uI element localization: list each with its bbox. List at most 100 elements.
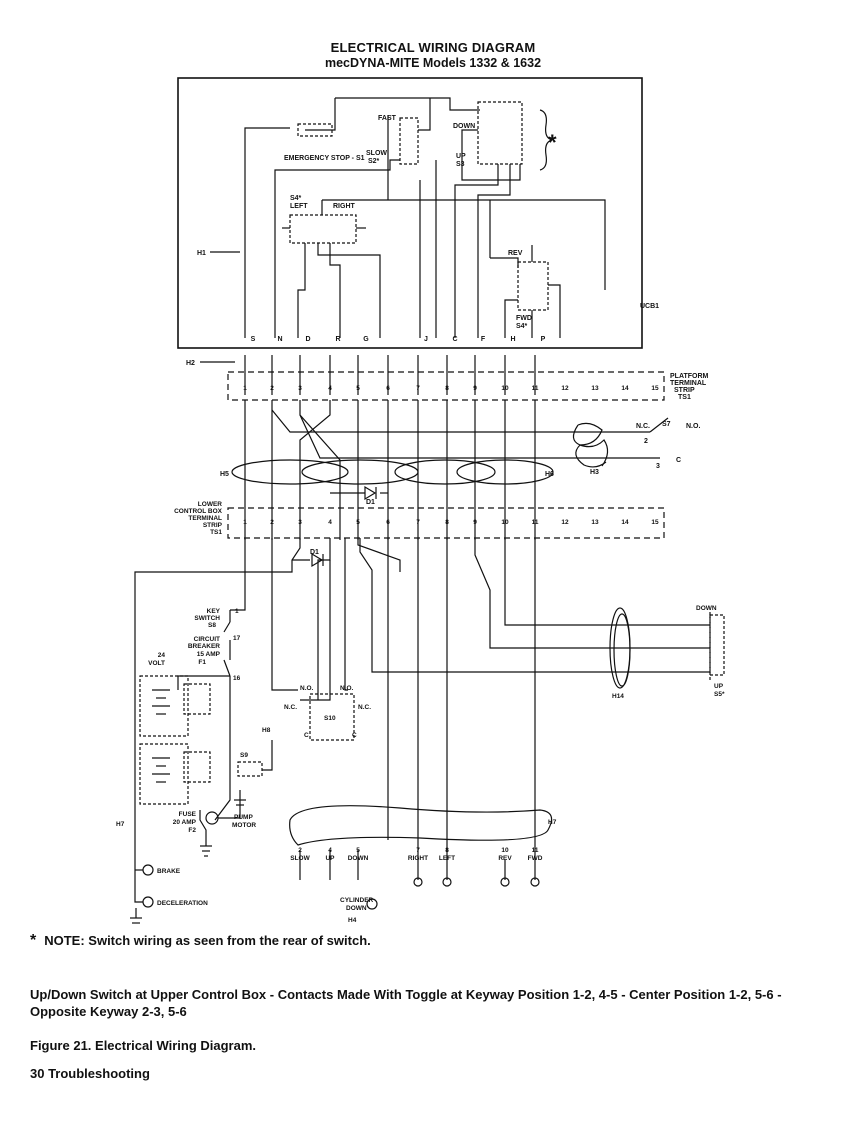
- emergency-stop-switch: [297, 123, 333, 137]
- platform-terminal-13: 13: [591, 385, 599, 392]
- platform-terminal-14: 14: [621, 385, 629, 392]
- s10-no-right: N.O.: [340, 685, 354, 692]
- deceleration-label: DECELERATION: [157, 900, 208, 907]
- bottom-wire-num-5: 5: [356, 847, 360, 854]
- volt-label-2: VOLT: [148, 660, 165, 667]
- wiring-diagram: UCB1 H1 EMERGENCY STOP - S1 FAST SLOW S2…: [116, 77, 725, 924]
- up-label: UP: [456, 153, 466, 160]
- key-switch-label-1: KEY: [207, 608, 221, 615]
- harness-h6: [394, 459, 496, 485]
- platform-terminal-12: 12: [561, 385, 569, 392]
- s10-switch: [309, 693, 355, 741]
- bottom-wire-num-8: 8: [445, 847, 449, 854]
- fwd-id-label: S4*: [516, 323, 528, 330]
- s7-nc-label: N.C.: [636, 423, 650, 430]
- platform-terminal-7: 7: [416, 385, 420, 392]
- s7-no-label: N.O.: [686, 423, 700, 430]
- slow-id-label: S2*: [368, 158, 380, 165]
- platform-strip-label-1: PLATFORM: [670, 373, 709, 380]
- bottom-wire-label-right: RIGHT: [408, 855, 428, 862]
- slow-label: SLOW: [366, 150, 387, 157]
- up-down-switch-lower: [709, 614, 725, 676]
- pump-motor-label-1: PUMP: [234, 814, 253, 821]
- brake-label: BRAKE: [157, 868, 181, 875]
- h3-label: H3: [590, 469, 599, 476]
- lower-strip-label-1: LOWER: [198, 501, 222, 508]
- note-star: *: [30, 932, 37, 949]
- switch-wiring-note: *NOTE: Switch wiring as seen from the re…: [30, 932, 371, 950]
- lower-terminal-14: 14: [621, 519, 629, 526]
- updown-switch-caption: Up/Down Switch at Upper Control Box - Co…: [30, 987, 782, 1019]
- upper-box-terminal-d: D: [305, 336, 310, 343]
- platform-terminal-8: 8: [445, 385, 449, 392]
- platform-terminal-11: 11: [532, 385, 539, 392]
- fwd-label: FWD: [516, 315, 532, 322]
- s10-c-left: C: [304, 732, 309, 739]
- lower-terminal-8: 8: [445, 519, 449, 526]
- upper-box-terminal-f: F: [481, 336, 486, 343]
- bottom-wire-label-down: DOWN: [348, 855, 369, 862]
- left-label: LEFT: [290, 203, 308, 210]
- note-star-marker: *: [548, 130, 557, 155]
- battery-1: [139, 675, 189, 737]
- h5-label: H5: [220, 471, 229, 478]
- fast-slow-switch: [399, 117, 419, 165]
- platform-terminal-1: 1: [243, 385, 247, 392]
- d1-lower-label: D1: [310, 549, 319, 556]
- d1-upper-label: D1: [366, 499, 375, 506]
- harness-h7: [289, 805, 553, 846]
- lower-terminal-strip: [227, 507, 665, 539]
- lower-strip-label-4: STRIP: [203, 522, 223, 529]
- h1-label: H1: [197, 250, 206, 257]
- s10-nc-left: N.C.: [284, 704, 297, 711]
- lower-up-label: UP: [714, 683, 724, 690]
- platform-strip-label-3: STRIP: [674, 387, 695, 394]
- rev-label: REV: [508, 250, 523, 257]
- platform-strip-label-2: TERMINAL: [670, 380, 707, 387]
- h2-label: H2: [186, 360, 195, 367]
- rev-fwd-switch: [517, 261, 549, 311]
- cylinder-down-label-1: CYLINDER: [340, 897, 374, 904]
- platform-terminal-strip: [227, 371, 665, 401]
- lower-terminal-7: 7: [416, 519, 420, 526]
- h6-label: H6: [545, 471, 554, 478]
- s10-nc-right: N.C.: [358, 704, 371, 711]
- s9-label: S9: [240, 752, 248, 759]
- platform-terminal-10: 10: [501, 385, 509, 392]
- lower-terminal-11: 11: [532, 519, 539, 526]
- battery-2: [139, 743, 189, 805]
- lower-updown-id: S5*: [714, 691, 725, 698]
- emergency-stop-label: EMERGENCY STOP - S1: [284, 155, 365, 162]
- right-label: RIGHT: [333, 203, 356, 210]
- upper-box-terminal-n: N: [277, 336, 282, 343]
- lower-terminal-10: 10: [501, 519, 509, 526]
- bottom-wire-num-2: 2: [298, 847, 302, 854]
- platform-terminal-2: 2: [270, 385, 274, 392]
- breaker-label-4: F1: [198, 659, 206, 666]
- breaker-wire-16: 16: [233, 675, 241, 682]
- fuse-label-1: FUSE: [179, 811, 197, 818]
- s7-nc-num: 2: [644, 438, 648, 445]
- bottom-wire-label-up: UP: [325, 855, 335, 862]
- upper-box-terminal-s: S: [251, 336, 256, 343]
- diagram-title: ELECTRICAL WIRING DIAGRAM: [330, 40, 536, 55]
- lower-terminal-6: 6: [386, 519, 390, 526]
- upper-box-terminal-h: H: [510, 336, 515, 343]
- harness-h5: [231, 459, 349, 485]
- upper-box-terminal-p: P: [541, 336, 546, 343]
- platform-terminal-9: 9: [473, 385, 477, 392]
- bottom-wire-label-left: LEFT: [439, 855, 455, 862]
- s10-c-right: C: [352, 732, 357, 739]
- pump-motor-label-2: MOTOR: [232, 822, 256, 829]
- lower-terminal-3: 3: [298, 519, 302, 526]
- lower-terminal-12: 12: [561, 519, 569, 526]
- upper-box-terminal-c: C: [452, 336, 457, 343]
- platform-terminal-5: 5: [356, 385, 360, 392]
- lower-strip-label-5: TS1: [210, 529, 222, 536]
- platform-terminal-3: 3: [298, 385, 302, 392]
- up-id-label: S3: [456, 161, 465, 168]
- brake-solenoid: [142, 864, 154, 876]
- upper-box-terminal-r: R: [335, 336, 340, 343]
- lower-terminal-2: 2: [270, 519, 274, 526]
- upper-box-terminal-g: G: [363, 336, 369, 343]
